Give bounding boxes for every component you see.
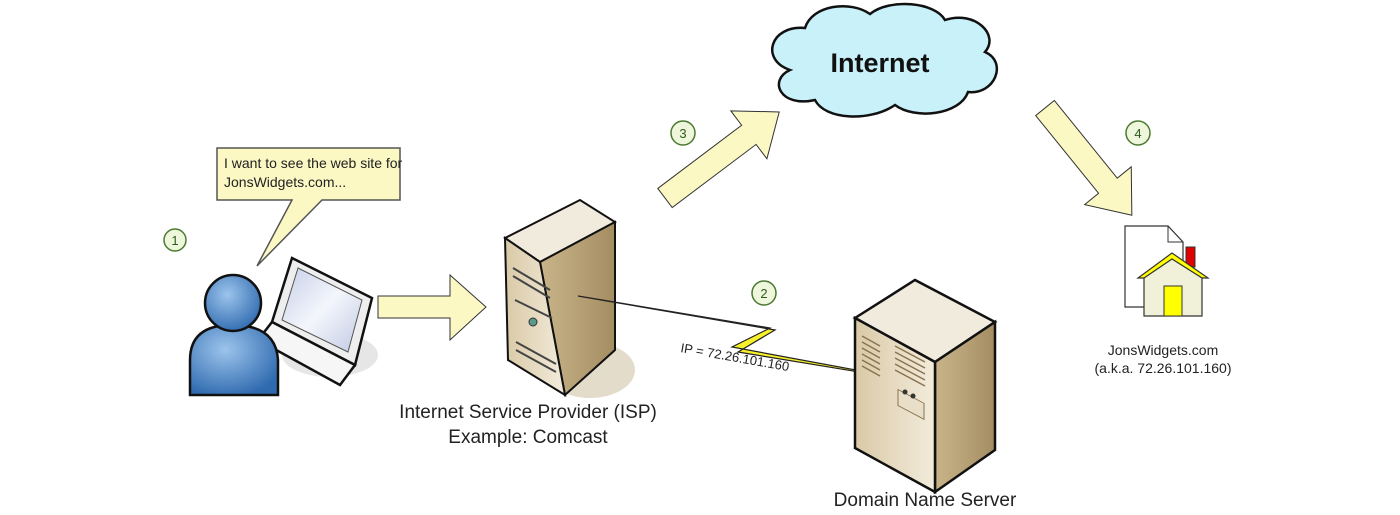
svg-text:3: 3 xyxy=(679,126,686,141)
website-home-icon xyxy=(1124,225,1210,317)
svg-text:1: 1 xyxy=(171,233,178,248)
isp-label-line-1: Internet Service Provider (ISP) xyxy=(399,402,657,423)
speech-line-2: JonsWidgets.com... xyxy=(224,174,346,190)
arrow-isp-to-internet xyxy=(657,110,780,209)
isp-label-line-2: Example: Comcast xyxy=(448,427,608,448)
arrow-user-to-isp xyxy=(377,273,487,342)
website-label-line-1: JonsWidgets.com xyxy=(1108,342,1218,358)
step-2-badge: 2 xyxy=(751,280,777,306)
user-icon xyxy=(188,273,280,397)
step-4-badge: 4 xyxy=(1125,120,1151,146)
svg-text:2: 2 xyxy=(760,286,767,301)
svg-text:4: 4 xyxy=(1134,126,1141,141)
isp-server-icon xyxy=(503,198,635,398)
speech-line-1: I want to see the web site for xyxy=(224,155,403,171)
internet-label: Internet xyxy=(830,48,929,78)
step-3-badge: 3 xyxy=(670,120,696,146)
arrow-internet-to-website xyxy=(1034,99,1133,216)
laptop-icon xyxy=(256,256,378,387)
internet-cloud: Internet xyxy=(771,2,998,118)
website-label-line-2: (a.k.a. 72.26.101.160) xyxy=(1095,360,1232,376)
speech-bubble: I want to see the web site for JonsWidge… xyxy=(216,147,403,267)
step-1-badge: 1 xyxy=(163,228,187,252)
dns-server-icon xyxy=(852,278,998,495)
dns-label: Domain Name Server xyxy=(834,490,1017,511)
